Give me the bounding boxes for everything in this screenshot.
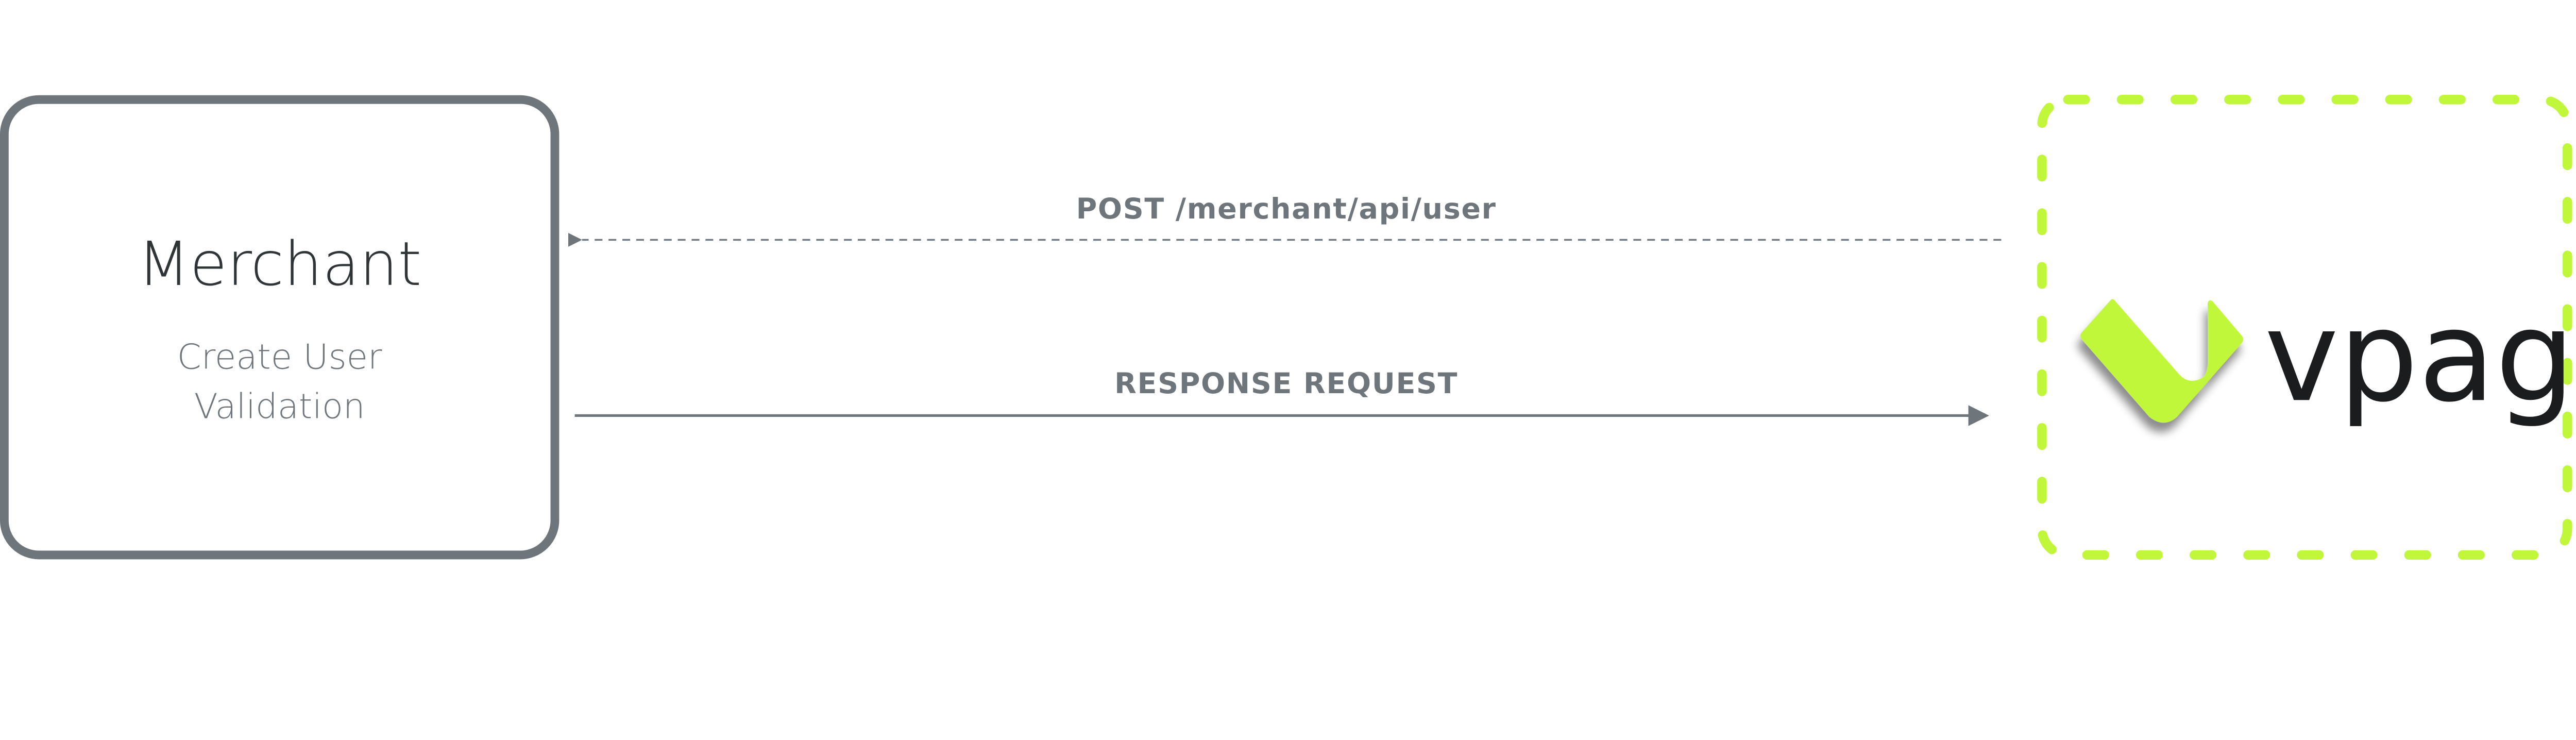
merchant-node: Merchant Create User Validation — [0, 95, 560, 560]
merchant-title: Merchant — [138, 229, 421, 299]
flow-response: RESPONSE REQUEST — [574, 367, 1989, 426]
flow-response-label: RESPONSE REQUEST — [1114, 367, 1458, 400]
vpag-check-logo-icon — [2080, 299, 2243, 423]
merchant-subtitle-line1: Create User — [177, 337, 382, 377]
vpag-logo-text: vpag — [2264, 284, 2575, 430]
diagram: Merchant Create User Validation POST /me… — [0, 94, 2575, 560]
merchant-box — [0, 95, 560, 560]
merchant-subtitle-line2: Validation — [194, 386, 365, 426]
vpag-node: vpag — [2037, 94, 2575, 560]
flow-post-label: POST /merchant/api/user — [1076, 193, 1497, 226]
flow-post: POST /merchant/api/user — [568, 193, 2002, 247]
